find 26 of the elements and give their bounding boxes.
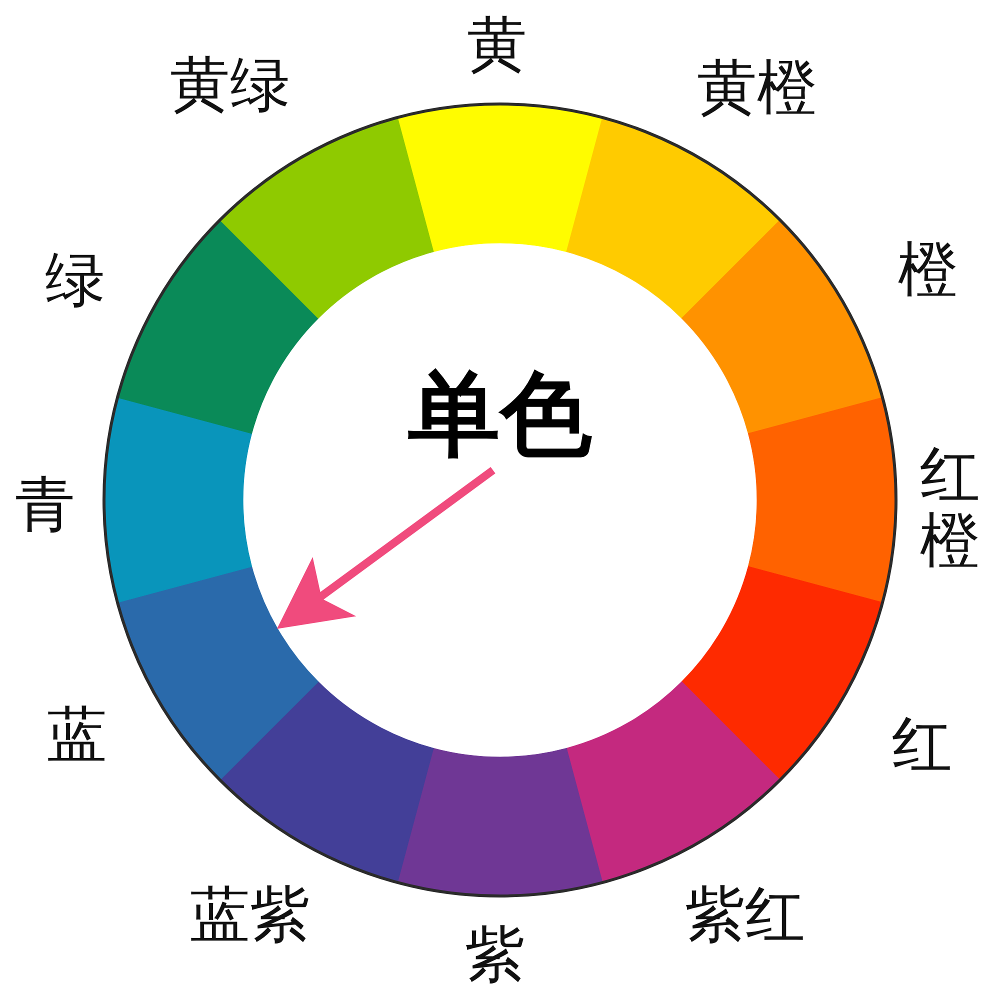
color-segment <box>220 118 434 319</box>
segment-label: 黄 <box>467 12 527 78</box>
segment-label: 紫 <box>465 922 525 988</box>
color-segment <box>397 105 603 252</box>
segment-label: 绿 <box>45 247 105 313</box>
arrow <box>276 466 496 629</box>
color-segment <box>748 397 895 603</box>
color-segment <box>681 566 882 780</box>
color-segment <box>118 566 319 780</box>
color-segment <box>118 220 319 434</box>
segment-label: 紫红 <box>685 882 805 948</box>
color-segment <box>681 220 882 434</box>
color-segment <box>397 748 603 895</box>
segment-label: 蓝 <box>47 702 107 768</box>
segment-label: 黄绿 <box>170 52 290 118</box>
color-segment <box>566 118 780 319</box>
segment-label: 黄橙 <box>697 55 817 121</box>
segment-label: 青 <box>15 472 75 538</box>
color-segment <box>566 681 780 882</box>
segment-label: 红 <box>892 712 952 778</box>
segment-label: 红橙 <box>920 442 980 574</box>
color-segment <box>105 397 252 603</box>
segment-label: 橙 <box>898 237 958 303</box>
segment-label: 蓝紫 <box>190 882 310 948</box>
center-label: 单色 <box>408 360 592 470</box>
color-segment <box>220 681 434 882</box>
